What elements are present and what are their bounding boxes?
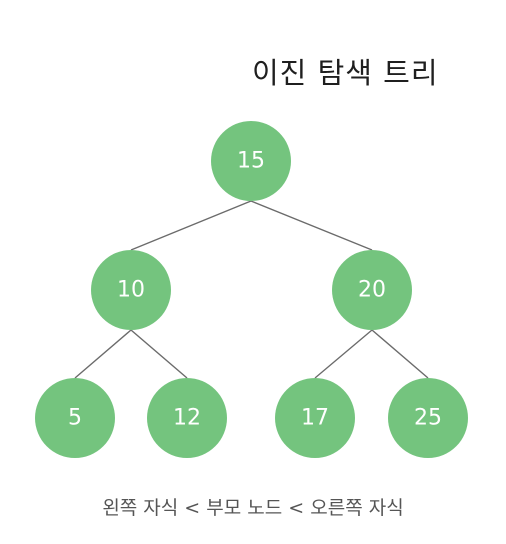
edge-15-20: [250, 200, 373, 251]
ordering-caption: 왼쪽 자식 < 부모 노드 < 오른쪽 자식: [102, 497, 404, 519]
node-value-label: 5: [68, 406, 82, 431]
edge-20-17: [314, 329, 373, 379]
node-circle: [35, 378, 115, 458]
node-circle: [388, 378, 468, 458]
edge-10-5: [74, 329, 132, 379]
edge-10-12: [130, 329, 188, 379]
node-value-label: 12: [173, 406, 201, 431]
tree-node-15: 15: [211, 121, 291, 201]
node-value-label: 17: [301, 406, 329, 431]
node-value-label: 10: [117, 278, 145, 303]
node-circle: [211, 121, 291, 201]
tree-node-10: 10: [91, 250, 171, 330]
node-value-label: 25: [414, 406, 442, 431]
node-circle: [275, 378, 355, 458]
edge-20-25: [371, 329, 429, 379]
node-circle: [91, 250, 171, 330]
tree-node-5: 5: [35, 378, 115, 458]
node-circle: [147, 378, 227, 458]
tree-node-20: 20: [332, 250, 412, 330]
tree-node-17: 17: [275, 378, 355, 458]
tree-nodes: 15 10 20 5 12 17 25: [35, 121, 468, 458]
tree-edges: [74, 200, 429, 379]
edge-15-10: [130, 200, 252, 251]
tree-node-25: 25: [388, 378, 468, 458]
node-value-label: 20: [358, 278, 386, 303]
node-value-label: 15: [237, 149, 265, 174]
node-circle: [332, 250, 412, 330]
tree-node-12: 12: [147, 378, 227, 458]
page-title: 이진 탐색 트리: [252, 56, 439, 90]
